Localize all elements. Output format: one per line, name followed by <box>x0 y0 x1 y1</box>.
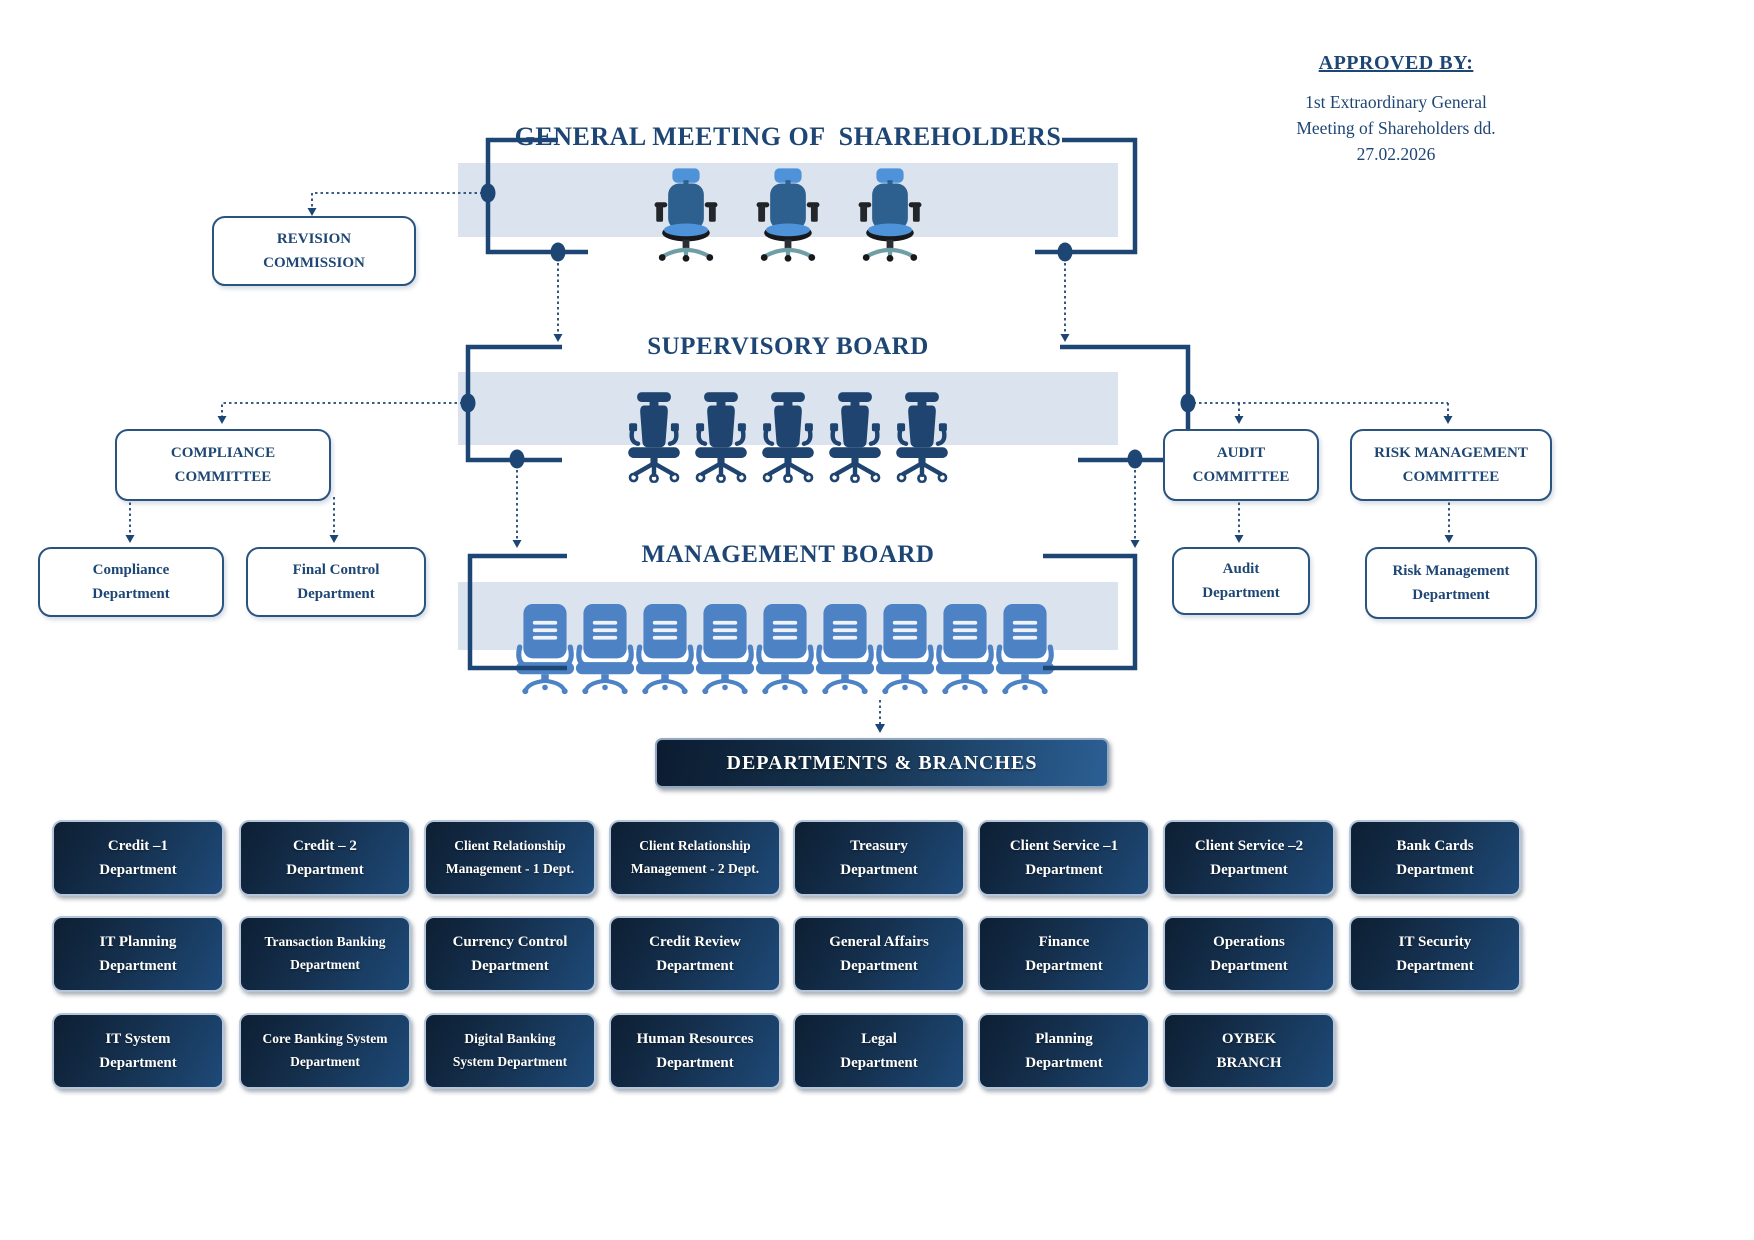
office-chair-icon <box>515 602 575 694</box>
department-cell: IT Security Department <box>1349 916 1521 992</box>
office-chair-icon <box>815 602 875 694</box>
audit-committee-label: AUDIT COMMITTEE <box>1192 445 1290 485</box>
department-label: OYBEK BRANCH <box>1216 1031 1282 1071</box>
audit-department-label: Audit Department <box>1202 561 1280 601</box>
revision-commission-label: REVISION COMMISSION <box>263 231 365 271</box>
department-cell: IT System Department <box>52 1013 224 1089</box>
office-chair-icon <box>622 392 686 483</box>
department-cell: Credit –1 Department <box>52 820 224 896</box>
office-chair-icon <box>635 602 695 694</box>
department-label: Client Service –2 Department <box>1194 838 1304 878</box>
approved-by-block: APPROVED BY: 1st Extraordinary General M… <box>1248 52 1544 167</box>
supervisory-board-title: SUPERVISORY BOARD <box>647 333 929 360</box>
department-label: Transaction Banking Department <box>264 934 386 972</box>
department-label: Finance Department <box>1025 934 1103 974</box>
office-chair-icon <box>856 168 924 262</box>
compliance-committee-box: COMPLIANCE COMMITTEE <box>115 429 331 501</box>
department-label: IT Planning Department <box>99 934 177 974</box>
department-cell: Legal Department <box>793 1013 965 1089</box>
audit-department-box: Audit Department <box>1172 547 1310 615</box>
compliance-department-label: Compliance Department <box>92 562 170 602</box>
general-meeting-seats <box>652 168 924 262</box>
risk-management-department-label: Risk Management Department <box>1392 563 1510 603</box>
department-cell: Client Service –2 Department <box>1163 820 1335 896</box>
department-cell: Digital Banking System Department <box>424 1013 596 1089</box>
approved-by-line: 27.02.2026 <box>1356 144 1436 164</box>
department-label: IT Security Department <box>1396 934 1474 974</box>
department-label: Credit – 2 Department <box>286 838 364 878</box>
department-cell: Human Resources Department <box>609 1013 781 1089</box>
office-chair-icon <box>755 602 815 694</box>
department-label: General Affairs Department <box>829 934 929 974</box>
office-chair-icon <box>652 168 720 262</box>
department-cell: Client Relationship Management - 2 Dept. <box>609 820 781 896</box>
department-cell: Planning Department <box>978 1013 1150 1089</box>
department-label: Bank Cards Department <box>1396 838 1474 878</box>
office-chair-icon <box>689 392 753 483</box>
compliance-committee-label: COMPLIANCE COMMITTEE <box>170 445 276 485</box>
department-label: Credit Review Department <box>649 934 741 974</box>
department-cell: Client Service –1 Department <box>978 820 1150 896</box>
departments-branches-banner: DEPARTMENTS & BRANCHES <box>655 738 1109 788</box>
compliance-department-box: Compliance Department <box>38 547 224 617</box>
office-chair-icon <box>823 392 887 483</box>
department-cell: Credit – 2 Department <box>239 820 411 896</box>
department-cell: Credit Review Department <box>609 916 781 992</box>
office-chair-icon <box>575 602 635 694</box>
department-cell: General Affairs Department <box>793 916 965 992</box>
management-board-seats <box>515 602 1055 694</box>
risk-management-committee-label: RISK MANAGEMENT COMMITTEE <box>1374 445 1528 485</box>
department-cell: Client Relationship Management - 1 Dept. <box>424 820 596 896</box>
department-cell: Treasury Department <box>793 820 965 896</box>
department-label: Client Relationship Management - 2 Dept. <box>630 838 760 876</box>
final-control-department-label: Final Control Department <box>292 562 380 602</box>
office-chair-icon <box>890 392 954 483</box>
department-label: Client Relationship Management - 1 Dept. <box>445 838 575 876</box>
department-cell: Bank Cards Department <box>1349 820 1521 896</box>
department-label: Treasury Department <box>840 838 918 878</box>
supervisory-board-seats <box>622 392 954 483</box>
office-chair-icon <box>995 602 1055 694</box>
office-chair-icon <box>695 602 755 694</box>
approved-by-title: APPROVED BY: <box>1318 52 1474 74</box>
department-cell: Finance Department <box>978 916 1150 992</box>
department-label: Currency Control Department <box>452 934 568 974</box>
approved-by-line: Meeting of Shareholders dd. <box>1296 118 1496 138</box>
risk-management-department-box: Risk Management Department <box>1365 547 1537 619</box>
audit-committee-box: AUDIT COMMITTEE <box>1163 429 1319 501</box>
department-cell: IT Planning Department <box>52 916 224 992</box>
department-label: Core Banking System Department <box>262 1031 388 1069</box>
department-cell: Operations Department <box>1163 916 1335 992</box>
department-label: Legal Department <box>840 1031 918 1071</box>
link-to-compliance-committee <box>221 402 468 418</box>
department-label: IT System Department <box>99 1031 177 1071</box>
department-label: Digital Banking System Department <box>452 1031 568 1069</box>
office-chair-icon <box>756 392 820 483</box>
department-label: Client Service –1 Department <box>1009 838 1119 878</box>
risk-management-committee-box: RISK MANAGEMENT COMMITTEE <box>1350 429 1552 501</box>
department-cell: Currency Control Department <box>424 916 596 992</box>
revision-commission-box: REVISION COMMISSION <box>212 216 416 286</box>
department-label: Operations Department <box>1210 934 1288 974</box>
approved-by-line: 1st Extraordinary General <box>1305 92 1487 112</box>
office-chair-icon <box>754 168 822 262</box>
department-cell: Transaction Banking Department <box>239 916 411 992</box>
department-cell: Core Banking System Department <box>239 1013 411 1089</box>
office-chair-icon <box>875 602 935 694</box>
office-chair-icon <box>935 602 995 694</box>
department-label: Human Resources Department <box>636 1031 754 1071</box>
department-label: Credit –1 Department <box>99 838 177 878</box>
departments-branches-label: DEPARTMENTS & BRANCHES <box>726 751 1038 774</box>
general-meeting-title: GENERAL MEETING OF SHAREHOLDERS <box>514 122 1062 151</box>
department-cell: OYBEK BRANCH <box>1163 1013 1335 1089</box>
final-control-department-box: Final Control Department <box>246 547 426 617</box>
management-board-title: MANAGEMENT BOARD <box>641 541 935 568</box>
department-label: Planning Department <box>1025 1031 1103 1071</box>
